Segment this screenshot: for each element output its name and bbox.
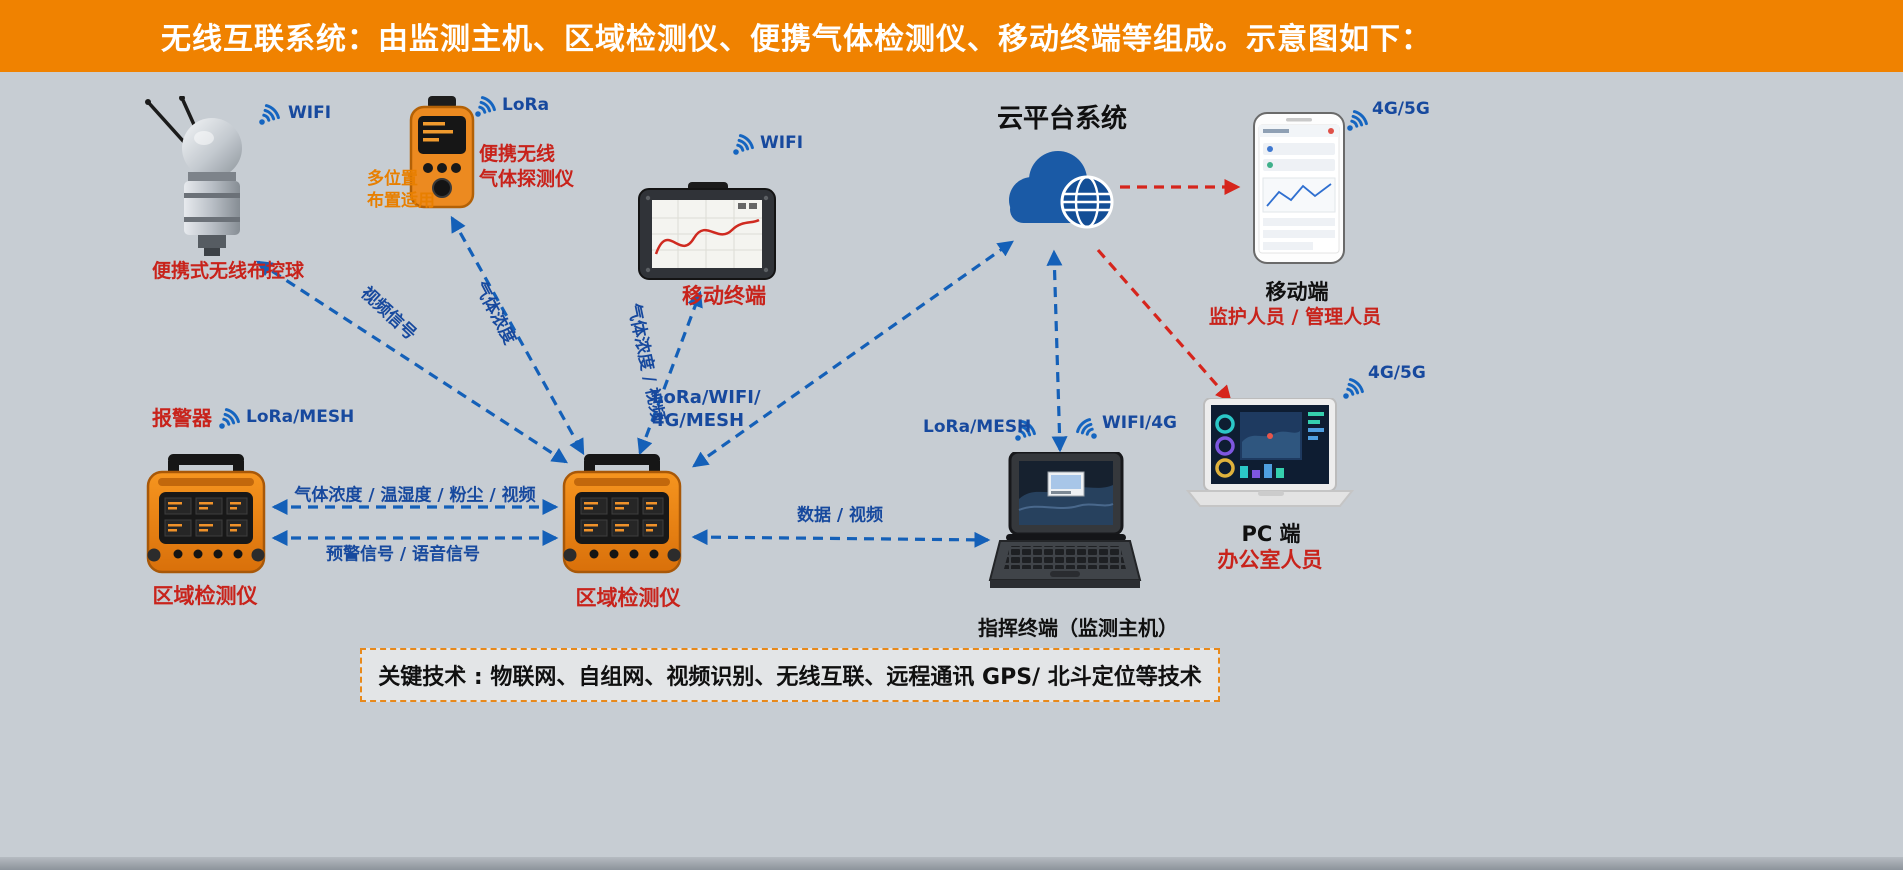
edge-label-data-video: 数据 / 视频 (796, 505, 884, 526)
terminal-signal-left-label: LoRa/MESH (923, 417, 1032, 437)
lora-mesh-icon (217, 408, 240, 431)
edge-label-uplink: LoRa/WIFI/ 4G/MESH (652, 386, 761, 433)
edge-uplink-cloud (692, 240, 1014, 468)
cloud-platform-label: 云平台系统 (996, 104, 1128, 134)
pc-laptop-device (1185, 398, 1355, 507)
pc-signal-label: 4G/5G (1368, 363, 1426, 383)
carry-handle (168, 454, 244, 465)
cloud-platform-icon (1009, 151, 1114, 229)
mobile-terminal-device (638, 182, 776, 280)
pc-client-label: PC 端 (1241, 522, 1301, 546)
area-detector-center-device (562, 454, 682, 574)
gas-detector-note-line2: 布置适用 (367, 191, 435, 212)
key-tech-text: 关键技术 : 物联网、自组网、视频识别、无线互联、远程通讯 GPS/ 北斗定位等… (378, 665, 1202, 690)
ball-camera-device (145, 96, 242, 256)
key-tech-box: 关键技术 : 物联网、自组网、视频识别、无线互联、远程通讯 GPS/ 北斗定位等… (360, 648, 1220, 702)
area-detector-left-device (146, 454, 266, 574)
mobile-terminal-label: 移动终端 (682, 284, 766, 308)
gas-detector-note-line1: 多位置 (367, 169, 418, 189)
lora-icon (473, 96, 496, 119)
ball-camera-signal-label: WIFI (288, 103, 332, 123)
carry-handle (584, 454, 660, 465)
edge-gas-concentration (450, 215, 585, 456)
signal-4g5g-icon (1341, 378, 1364, 401)
command-terminal-label: 指挥终端（监测主机） (978, 616, 1178, 640)
wifi-icon (731, 134, 754, 157)
alarm-label: 报警器 (152, 406, 212, 430)
area-detector-left-label: 区域检测仪 (152, 584, 258, 608)
gas-detector-device (409, 96, 475, 209)
mobile-client-signal-label: 4G/5G (1372, 99, 1430, 119)
camera-dome (182, 118, 242, 178)
keyboard (1004, 546, 1126, 569)
antenna (146, 100, 186, 144)
wifi-4g-icon (1076, 418, 1099, 441)
gas-detector-signal-label: LoRa (502, 95, 550, 115)
pc-client-sublabel: 办公室人员 (1217, 548, 1323, 572)
header-title: 无线互联系统：由监测主机、区域检测仪、便携气体检测仪、移动终端等组成。示意图如下… (161, 22, 1432, 57)
alarm-signal-label: LoRa/MESH (246, 407, 355, 427)
edge-terminal-cloud (1046, 249, 1068, 453)
gas-detector-note: 多位置 布置适用 (367, 168, 435, 212)
edge-data-video (691, 529, 991, 548)
edge-label-sensor-bus: 气体浓度 / 温湿度 / 粉尘 / 视频 (294, 485, 536, 506)
signal-4g5g-icon (1345, 110, 1368, 133)
ball-camera-label: 便携式无线布控球 (152, 260, 305, 282)
mobile-client-label: 移动端 (1265, 280, 1329, 304)
edge-label-alert-bus: 预警信号 / 语音信号 (325, 544, 481, 565)
chart-curve (654, 218, 760, 255)
edge-video-signal (255, 260, 569, 464)
mobile-client-sublabel: 监护人员 / 管理人员 (1208, 306, 1382, 328)
terminal-signal-right-label: WIFI/4G (1102, 413, 1178, 433)
gas-detector-label-line1: 便携无线 (479, 143, 556, 165)
mobile-phone-device (1253, 112, 1345, 264)
command-terminal-device (988, 452, 1142, 588)
edge-gas-video (637, 290, 703, 456)
mobile-terminal-signal-label: WIFI (760, 133, 804, 153)
gas-detector-label-line2: 气体探测仪 (479, 167, 575, 190)
header-banner: 无线互联系统：由监测主机、区域检测仪、便携气体检测仪、移动终端等组成。示意图如下… (0, 0, 1903, 72)
detector-screen (418, 116, 466, 154)
bottom-strip (0, 857, 1903, 870)
gas-detector-label: 便携无线 气体探测仪 (479, 142, 574, 191)
edge-label-uplink-line1: LoRa/WIFI/ (652, 387, 761, 408)
area-detector-center-label: 区域检测仪 (575, 586, 681, 610)
edge-label-uplink-line2: 4G/MESH (652, 410, 745, 432)
